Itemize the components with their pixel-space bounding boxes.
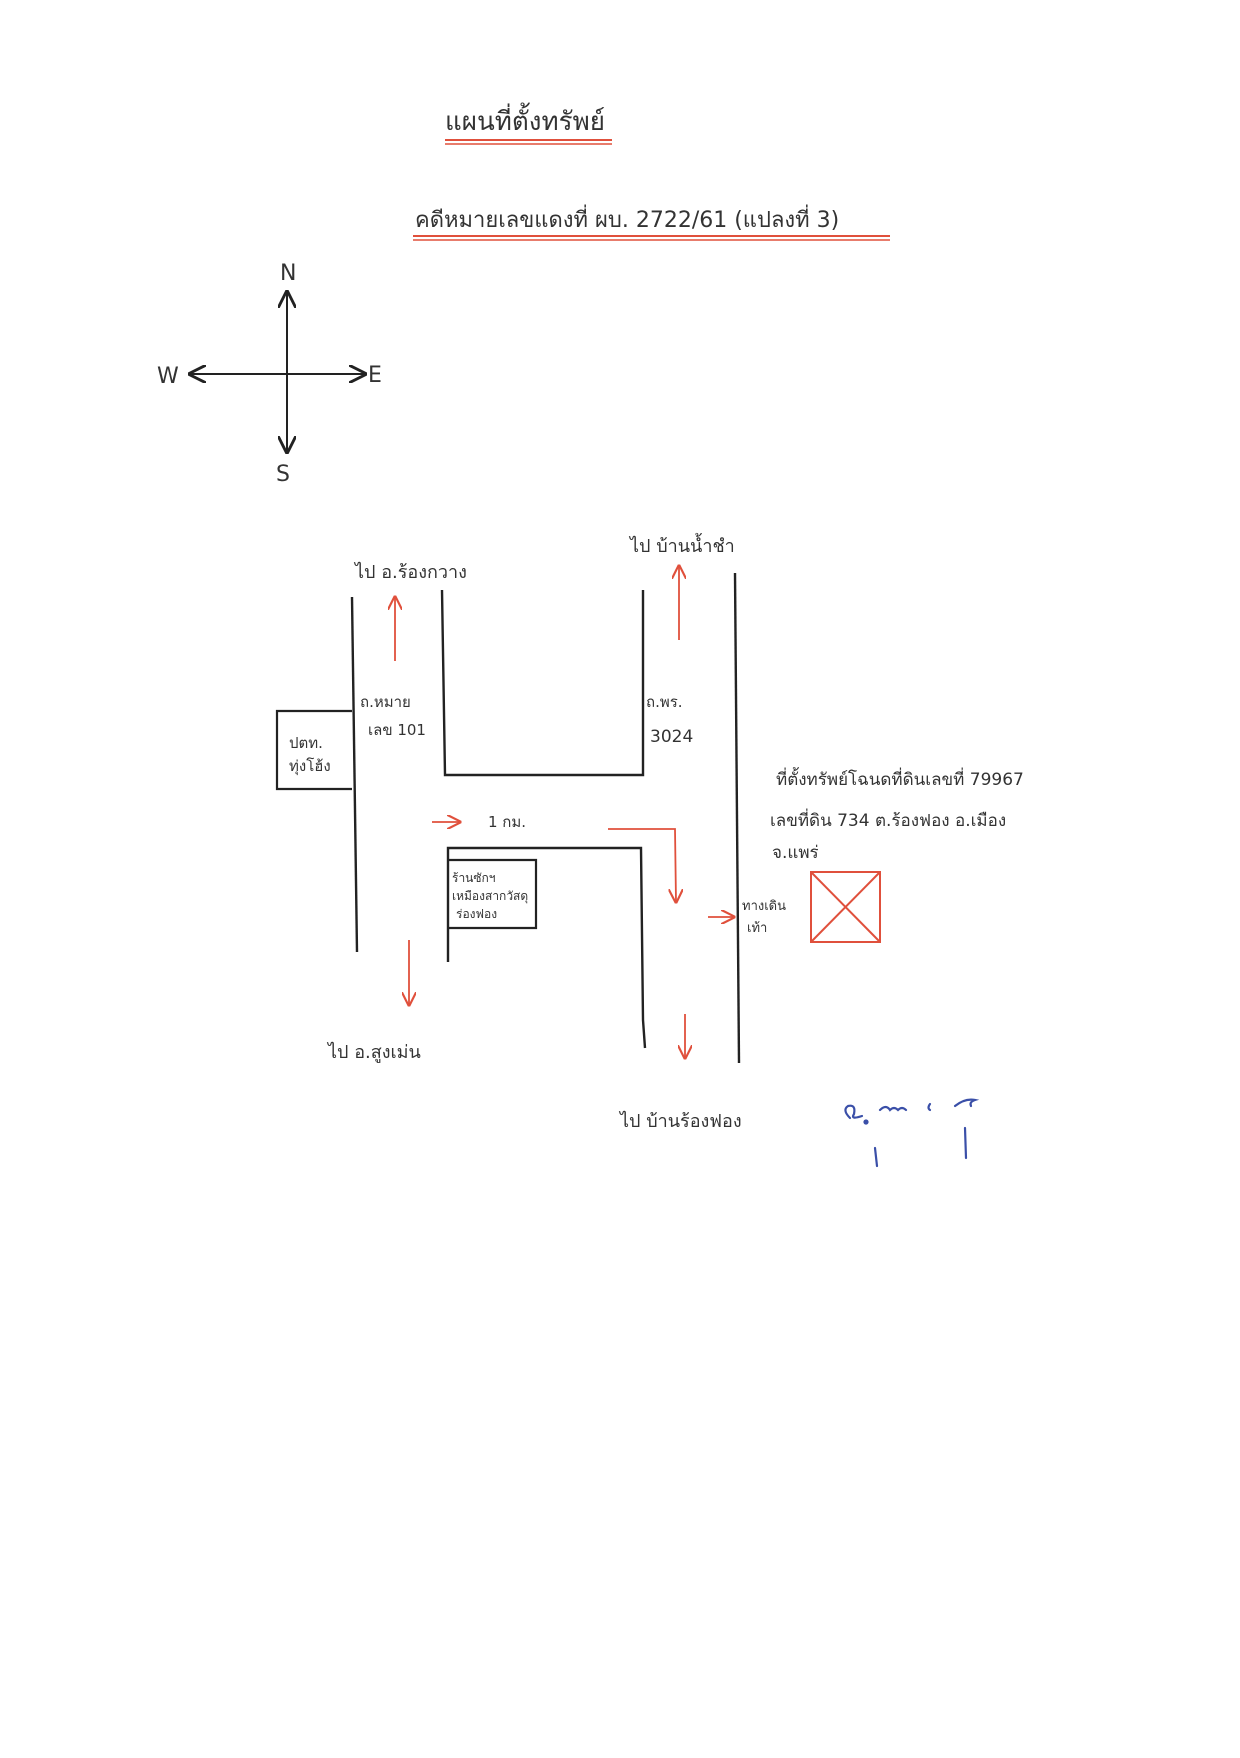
property-marker	[810, 871, 881, 943]
compass: N S E W	[157, 261, 382, 487]
shop-landmark: ร้านซักฯ เหมืองสากวัสดุ ร่องฟอง	[448, 858, 538, 930]
destination-north-east: ไป บ้านน้ำชำ	[628, 533, 735, 557]
case-number: คดีหมายเลขแดงที่ ผบ. 2722/61 (แปลงที่ 3)	[415, 204, 839, 233]
compass-north-label: N	[280, 261, 296, 286]
station-label-1: ปตท.	[289, 734, 323, 752]
link-bottom-and-rural-west-edge	[446, 846, 647, 1049]
highway-west-edge	[350, 596, 359, 953]
property-note-2: เลขที่ดิน 734 ต.ร้องฟอง อ.เมือง	[770, 808, 1006, 831]
destination-north-west: ไป อ.ร้องกวาง	[353, 561, 467, 583]
rural-east-edge	[733, 572, 741, 1064]
map-title: แผนที่ตั้งทรัพย์	[445, 102, 605, 137]
ptt-station: ปตท. ทุ่งโฮ้ง	[275, 709, 352, 791]
highway-label-1: ถ.หมาย	[360, 693, 411, 711]
signature	[844, 1098, 980, 1168]
distance-label: 1 กม.	[488, 813, 526, 831]
arrow-turn-south	[608, 828, 676, 902]
property-note-3: จ.แพร่	[772, 843, 819, 863]
shop-label-2: เหมืองสากวัสดุ	[452, 889, 528, 904]
walkway-label-2: เท้า	[747, 921, 767, 936]
shop-label-1: ร้านซักฯ	[452, 871, 496, 885]
compass-south-label: S	[276, 462, 290, 487]
compass-east-label: E	[368, 363, 382, 388]
station-label-2: ทุ่งโฮ้ง	[289, 757, 331, 776]
property-note-1: ที่ตั้งทรัพย์โฉนดที่ดินเลขที่ 79967	[776, 767, 1024, 790]
destination-south-west: ไป อ.สูงเม่น	[326, 1041, 421, 1063]
highway-label-2: เลข 101	[368, 721, 426, 739]
road-lines	[350, 572, 741, 1064]
direction-arrows	[395, 566, 734, 1058]
shop-label-3: ร่องฟอง	[456, 907, 497, 921]
compass-west-label: W	[157, 364, 179, 389]
rural-road-label-2: 3024	[650, 727, 693, 747]
destination-south-east: ไป บ้านร้องฟอง	[618, 1110, 742, 1132]
walkway-label-1: ทางเดิน	[742, 899, 786, 914]
rural-road-label-1: ถ.พร.	[646, 693, 683, 711]
highway-east-edge-and-link-top	[440, 589, 645, 777]
